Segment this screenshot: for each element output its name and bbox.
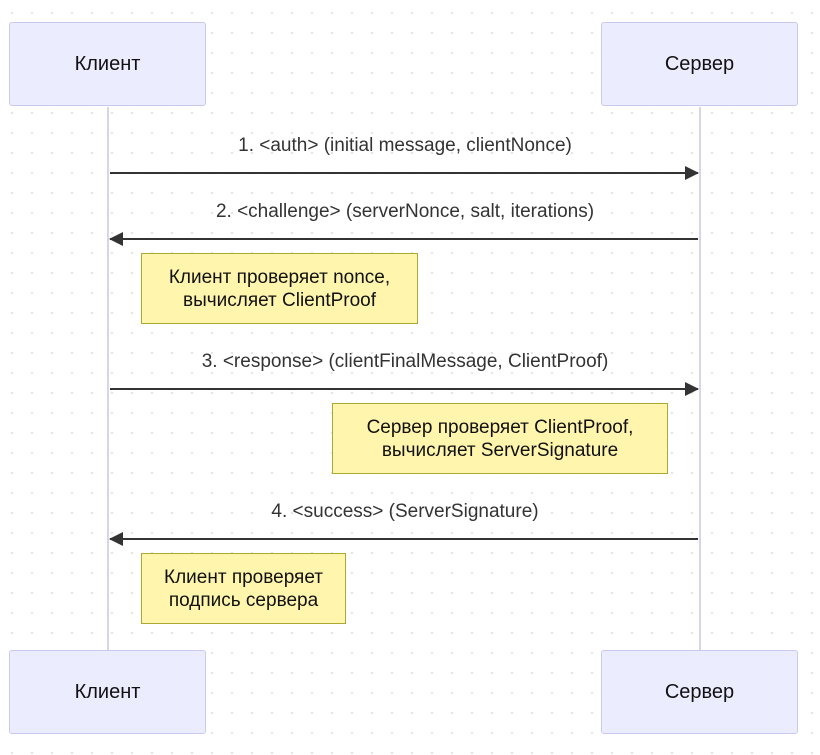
server-lifeline: [699, 107, 701, 650]
client-actor-top: Клиент: [9, 22, 206, 106]
note-line: Клиент проверяет nonce,: [168, 266, 391, 288]
client-actor-bottom: Клиент: [9, 650, 206, 734]
note-line: вычисляет ServerSignature: [381, 439, 619, 461]
message-label-1: 1. <auth> (initial message, clientNonce): [238, 135, 572, 156]
note-server-verifies-proof: Сервер проверяет ClientProof, вычисляет …: [332, 403, 668, 474]
message-label-2: 2. <challenge> (serverNonce, salt, itera…: [215, 201, 595, 222]
note-line: Клиент проверяет: [164, 566, 323, 588]
message-label-4: 4. <success> (ServerSignature): [271, 501, 539, 522]
server-actor-top: Сервер: [601, 22, 798, 106]
note-line: Сервер проверяет ClientProof,: [366, 416, 634, 438]
note-line: подпись сервера: [168, 589, 319, 611]
note-line: вычисляет ClientProof: [182, 289, 377, 311]
note-client-verifies-nonce: Клиент проверяет nonce, вычисляет Client…: [141, 253, 418, 324]
note-client-verifies-signature: Клиент проверяет подпись сервера: [141, 553, 346, 624]
message-label-3: 3. <response> (clientFinalMessage, Clien…: [201, 351, 609, 372]
client-lifeline: [107, 107, 109, 650]
server-actor-bottom: Сервер: [601, 650, 798, 734]
